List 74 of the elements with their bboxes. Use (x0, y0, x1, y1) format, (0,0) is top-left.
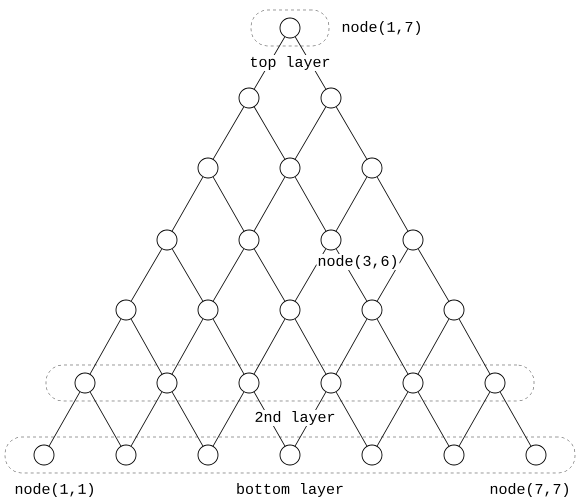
connector-line (212, 106, 244, 160)
lattice-node (402, 372, 424, 394)
lattice-node (116, 300, 136, 320)
dashed-group-outline (46, 364, 534, 402)
lattice-node (402, 230, 424, 250)
lattice-node (238, 372, 260, 394)
connector-line (254, 318, 286, 374)
lattice-node (362, 158, 382, 178)
connector-line (90, 318, 122, 374)
connector-line (254, 106, 286, 160)
lattice-node (280, 444, 300, 466)
lattice-node (362, 444, 382, 466)
node-label: node(3,6) (316, 254, 400, 270)
connector-line (458, 392, 490, 446)
connector-line (418, 392, 450, 446)
lattice-node (156, 230, 178, 250)
lattice-node (198, 444, 218, 466)
connector-line (418, 318, 450, 374)
layer-label: bottom layer (235, 482, 345, 498)
lattice-node (116, 444, 136, 466)
lattice-node (320, 88, 342, 108)
connector-line (172, 318, 204, 374)
connector-line (254, 176, 286, 232)
node-label: node(1,7) (340, 20, 424, 36)
connector-line (130, 392, 162, 446)
lattice-node (320, 372, 342, 394)
layer-label: top layer (248, 55, 332, 71)
connector-line (130, 248, 162, 302)
connector-line (376, 392, 408, 446)
connector-line (376, 248, 408, 302)
connector-line (130, 318, 162, 374)
layer-label: 2nd layer (254, 410, 336, 426)
lattice-node (526, 444, 546, 466)
lattice-node (444, 444, 464, 466)
connector-line (336, 318, 368, 374)
dashed-group-outline (4, 436, 576, 474)
connector-line (376, 318, 408, 374)
node-label: node(1,1) (14, 482, 96, 498)
connector-line (418, 248, 450, 302)
node-label: node(7,7) (488, 482, 572, 498)
connector-line (294, 318, 326, 374)
connector-line (336, 106, 368, 160)
connector-line (172, 248, 204, 302)
connector-line (212, 248, 244, 302)
connector-line (212, 176, 244, 232)
lattice-node (74, 372, 96, 394)
lattice-node (238, 88, 260, 108)
lattice-node (444, 300, 464, 320)
lattice-node (280, 300, 300, 320)
lattice-node (156, 372, 178, 394)
connector-line (172, 392, 204, 446)
connector-line (336, 176, 368, 232)
connector-line (294, 176, 326, 232)
lattice-node (362, 300, 382, 320)
connector-line (212, 392, 244, 446)
connector-line (212, 318, 244, 374)
connector-line (294, 106, 326, 160)
lattice-node (280, 158, 300, 178)
lattice-node (198, 158, 218, 178)
lattice-node (320, 230, 342, 250)
lattice-node (280, 18, 300, 38)
dashed-group-outline (250, 10, 330, 46)
connector-line (500, 392, 532, 446)
connector-line (48, 392, 80, 446)
connector-line (90, 392, 122, 446)
connector-line (254, 248, 286, 302)
lattice-node (198, 300, 218, 320)
lattice-node (484, 372, 506, 394)
connector-line (172, 176, 204, 232)
lattice-node (238, 230, 260, 250)
connector-line (336, 392, 368, 446)
connector-line (458, 318, 490, 374)
lattice-node (34, 444, 54, 466)
connector-line (376, 176, 408, 232)
